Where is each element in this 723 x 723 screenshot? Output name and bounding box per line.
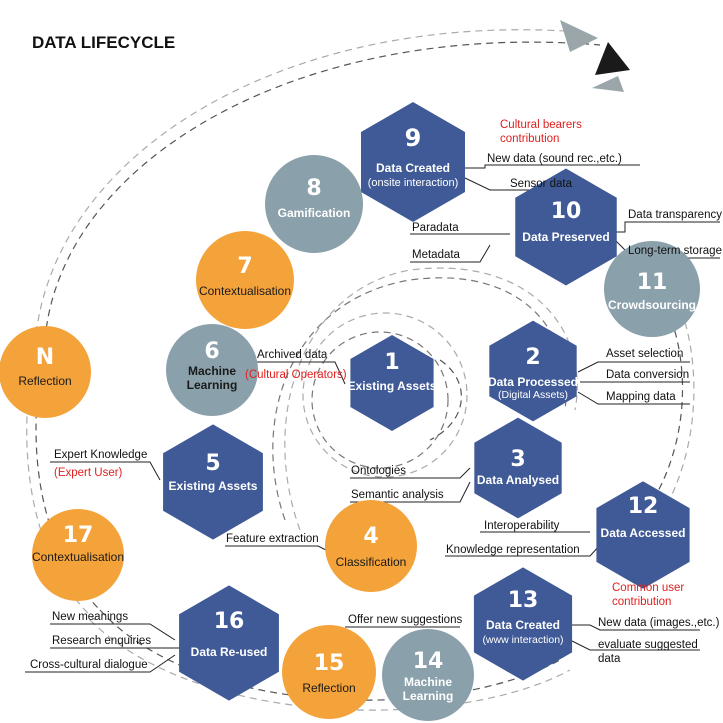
ann-mapping-data: Mapping data	[606, 391, 676, 403]
node-1-number: 1	[384, 350, 399, 375]
spiral-outer-top	[44, 41, 601, 341]
node-9-sub: (onsite interaction)	[368, 177, 459, 189]
ann-offer-new-suggestions: Offer new suggestions	[348, 614, 462, 626]
ann-cultural-bearers-1: Cultural bearers	[500, 119, 582, 131]
ann-common-user-2: contribution	[612, 596, 671, 608]
node-3-number: 3	[510, 447, 525, 472]
node-11-label: Crowdsourcing	[608, 298, 696, 312]
node-6	[166, 324, 258, 416]
ann-data-conversion: Data conversion	[606, 369, 689, 381]
node-17-number: 17	[63, 523, 94, 548]
arrowhead-grey-lower	[592, 76, 624, 92]
ann-new-data-images: New data (images.,etc.)	[598, 617, 720, 629]
spiral-inner-loop	[429, 359, 462, 441]
node-14-label-2: Learning	[403, 689, 454, 703]
ann-metadata: Metadata	[412, 249, 461, 261]
ann-expert-knowledge: Expert Knowledge	[54, 449, 147, 461]
ann-cross-cultural: Cross-cultural dialogue	[30, 659, 148, 671]
ann-semantic-analysis: Semantic analysis	[351, 489, 444, 501]
ann-asset-selection: Asset selection	[606, 348, 683, 360]
arrowhead-grey	[560, 20, 598, 52]
node-7-label: Contextualisation	[199, 284, 291, 298]
node-16-label: Data Re-used	[191, 645, 268, 659]
ann-evaluate-1: evaluate suggested	[598, 639, 698, 651]
node-17-label: Contextualisation	[32, 550, 124, 564]
node-16-number: 16	[214, 609, 245, 634]
node-5-label: Existing Assets	[169, 479, 258, 493]
ann-research-enquiries: Research enquiries	[52, 635, 151, 647]
spiral-outer-top-2	[34, 29, 581, 346]
node-15-label: Reflection	[302, 681, 355, 695]
spiral-bottom-2	[89, 619, 571, 711]
ann-archived-data: Archived data	[257, 349, 328, 361]
ann-evaluate-2: data	[598, 653, 621, 665]
ann-knowledge-representation: Knowledge representation	[446, 544, 580, 556]
node-n	[0, 326, 91, 418]
node-10-number: 10	[551, 199, 582, 224]
node-15	[282, 625, 376, 719]
node-1-label: Existing Assets	[348, 379, 437, 393]
node-2-label: Data Processed	[488, 375, 578, 389]
node-12-number: 12	[628, 494, 659, 519]
ann-paradata: Paradata	[412, 222, 459, 234]
node-2-sub: (Digital Assets)	[498, 389, 568, 401]
node-7-number: 7	[237, 254, 252, 279]
node-14-label-1: Machine	[404, 675, 452, 689]
ann-common-user-1: Common user	[612, 582, 684, 594]
node-6-label-1: Machine	[188, 364, 236, 378]
ann-ontologies: Ontologies	[351, 465, 406, 477]
node-n-label: Reflection	[18, 374, 71, 388]
node-15-number: 15	[314, 651, 345, 676]
node-4-label: Classification	[336, 555, 407, 569]
ann-data-transparency: Data transparency	[628, 209, 722, 221]
node-8-label: Gamification	[278, 206, 351, 220]
node-7	[196, 231, 294, 329]
node-5-number: 5	[205, 451, 220, 476]
ann-cultural-operators: (Cultural Operators)	[245, 369, 347, 381]
node-4	[325, 500, 417, 592]
node-6-number: 6	[204, 339, 219, 364]
node-14	[382, 629, 474, 721]
node-4-number: 4	[363, 524, 378, 549]
spiral-mid-ring-2	[284, 267, 578, 531]
spiral-inner-2	[302, 312, 468, 478]
annotation-lines	[25, 164, 720, 673]
ann-cultural-bearers-2: contribution	[500, 133, 559, 145]
node-14-number: 14	[413, 649, 444, 674]
node-8-number: 8	[306, 176, 321, 201]
diagram-title: DATA LIFECYCLE	[32, 33, 175, 52]
node-17	[32, 509, 124, 601]
node-2-number: 2	[525, 345, 540, 370]
ann-sensor-data: Sensor data	[510, 178, 573, 190]
node-2	[489, 320, 577, 422]
node-13-number: 13	[508, 588, 539, 613]
ann-new-data-sound: New data (sound rec.,etc.)	[487, 153, 622, 165]
node-13-sub: (www interaction)	[482, 634, 563, 646]
node-9-label: Data Created	[376, 161, 450, 175]
arrowhead-black	[595, 42, 630, 75]
node-9-number: 9	[405, 124, 422, 152]
node-n-number: N	[36, 345, 54, 370]
node-3-label: Data Analysed	[477, 473, 559, 487]
ann-expert-user: (Expert User)	[54, 467, 123, 479]
ann-interoperability: Interoperability	[484, 520, 560, 532]
node-13-label: Data Created	[486, 618, 560, 632]
node-11	[604, 241, 700, 337]
node-6-label-2: Learning	[187, 378, 238, 392]
node-11-number: 11	[637, 270, 668, 295]
ann-feature-extraction: Feature extraction	[226, 533, 319, 545]
node-8	[265, 155, 363, 253]
spiral-inner-1	[311, 331, 449, 469]
spiral-bottom	[99, 609, 561, 701]
node-12-label: Data Accessed	[601, 526, 686, 540]
ann-long-term-storage: Long-term storage	[628, 245, 722, 257]
node-10-label: Data Preserved	[522, 230, 609, 244]
ann-new-meanings: New meanings	[52, 611, 128, 623]
node-16	[179, 585, 279, 701]
